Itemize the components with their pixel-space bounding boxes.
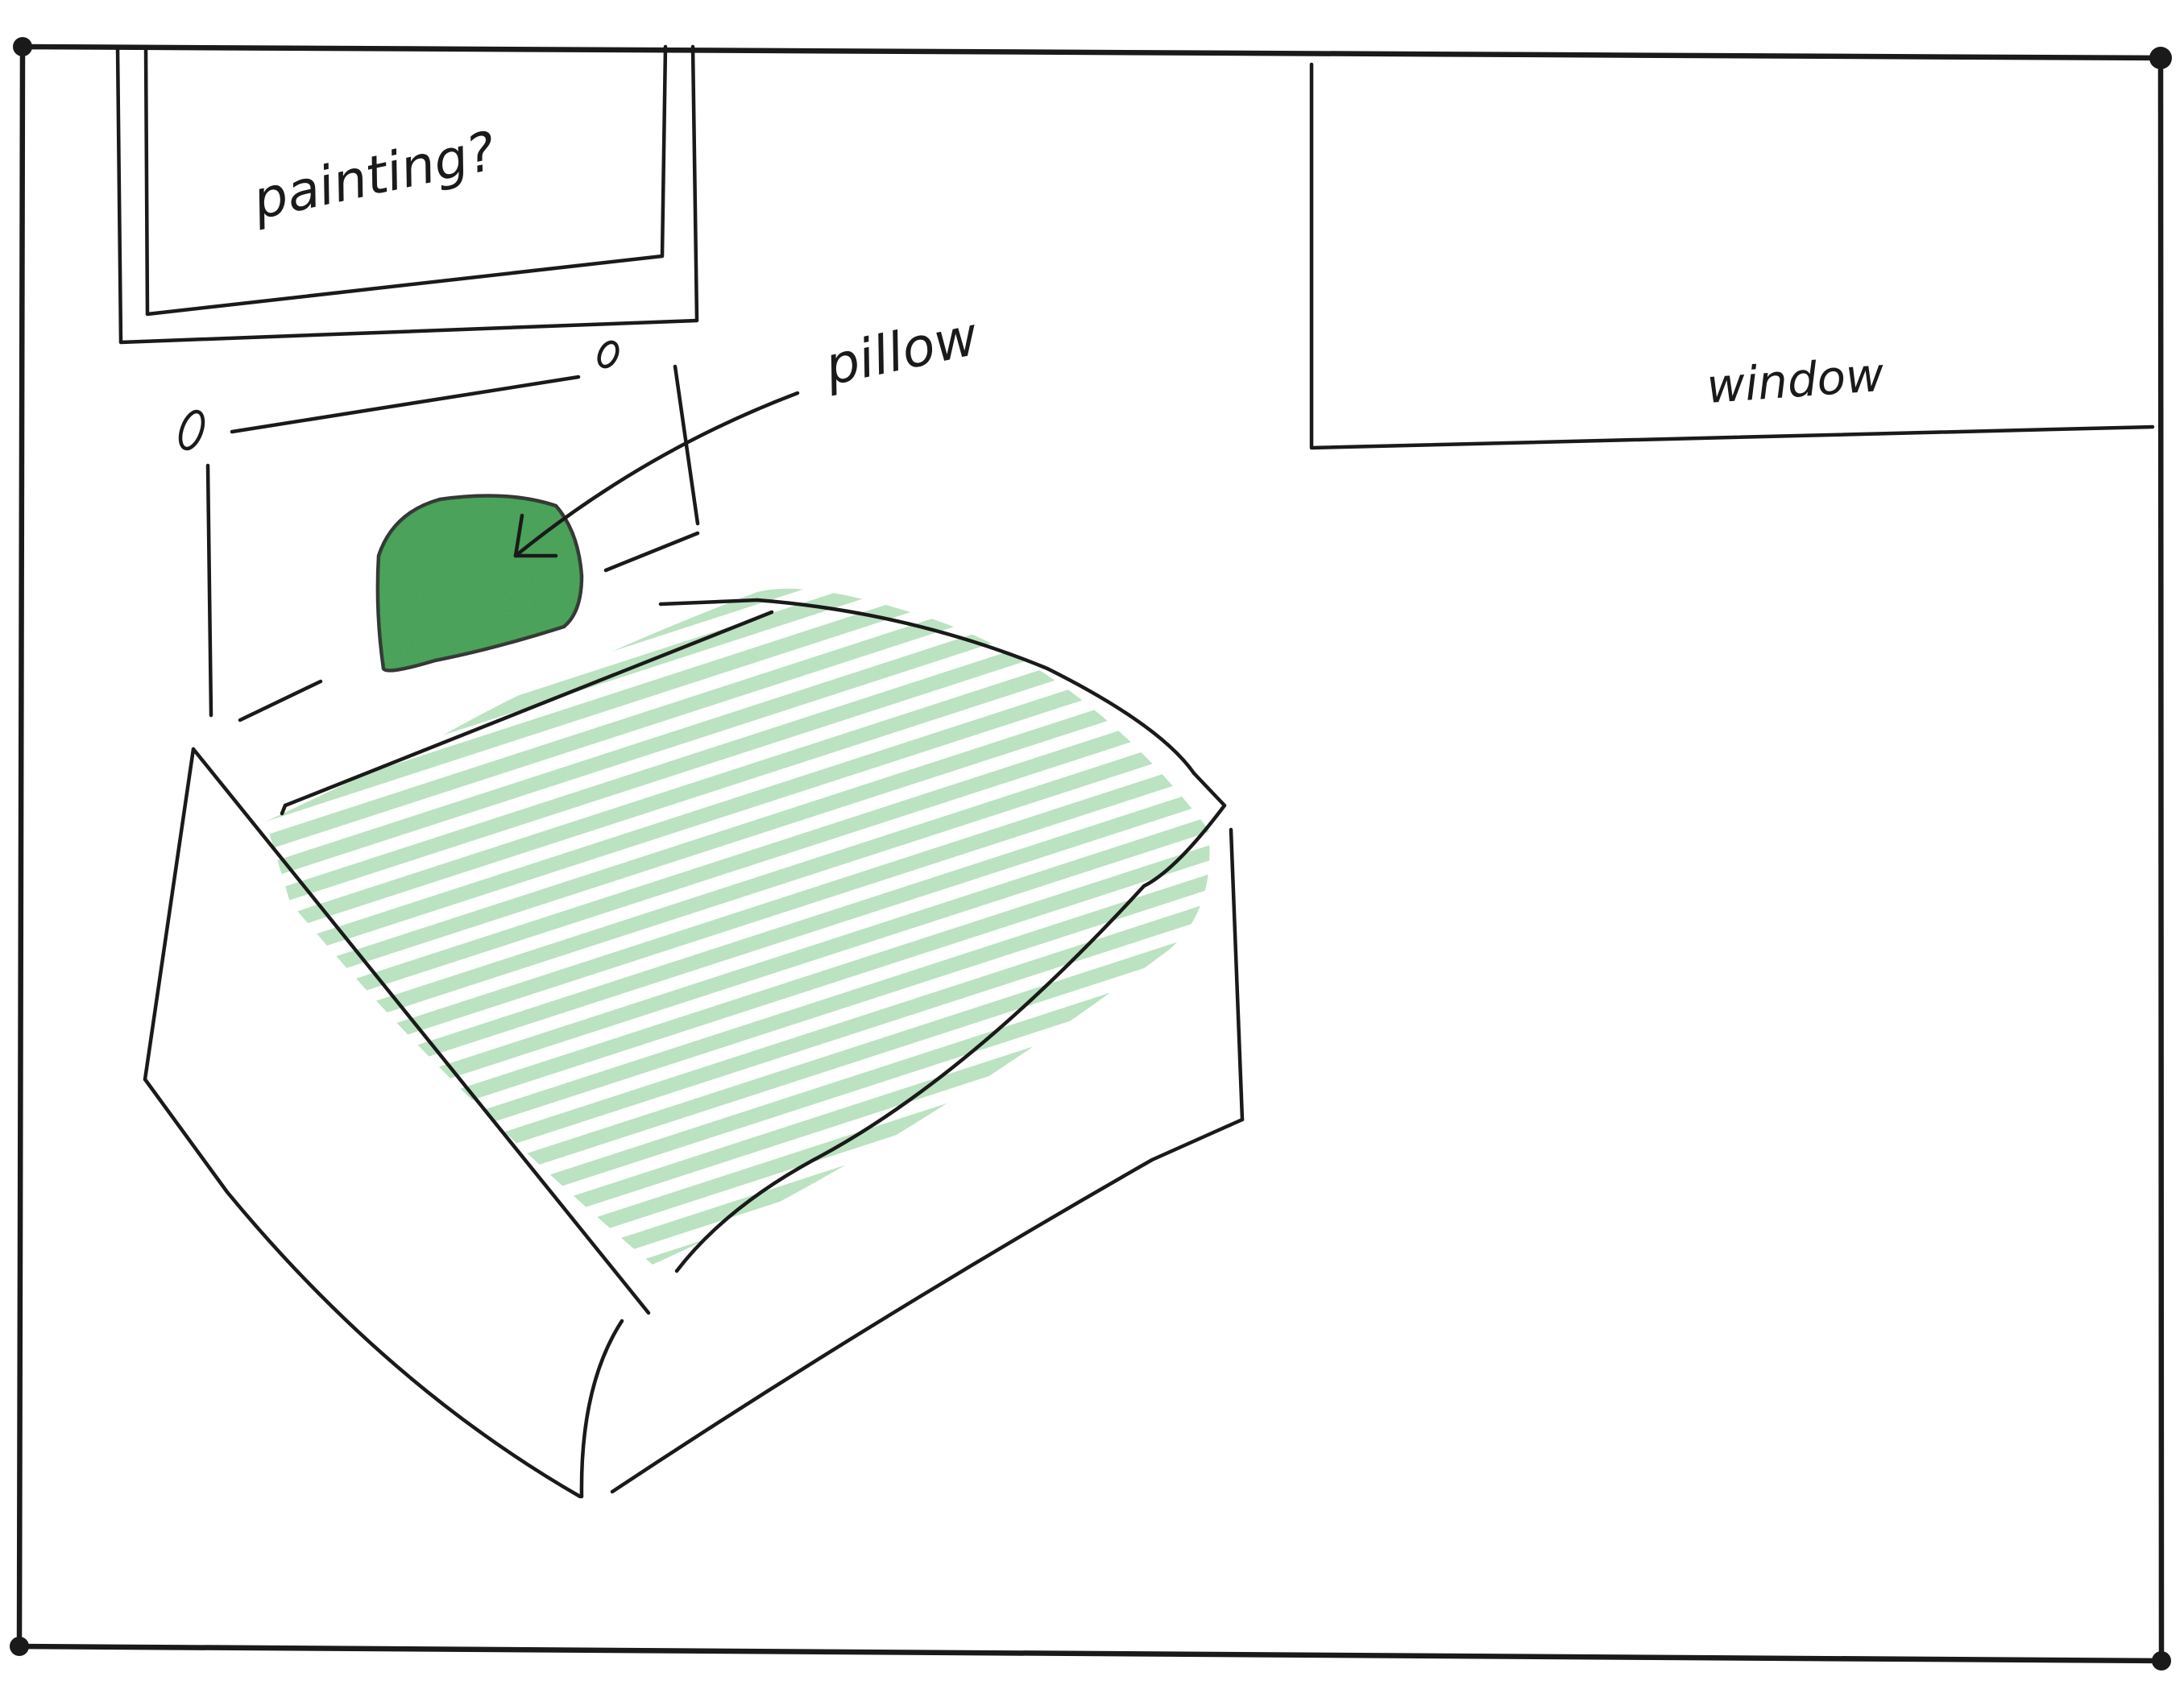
painting-label: painting?	[247, 120, 501, 232]
pillow-annotation: pillow	[513, 304, 984, 558]
painting-frame: painting?	[115, 44, 699, 345]
window-frame: window	[1309, 62, 2155, 450]
bed	[143, 598, 1245, 1499]
window-label: window	[1705, 347, 1886, 414]
room-frame	[10, 37, 2172, 1671]
pillow-label: pillow	[818, 304, 984, 398]
bedspread-fill	[266, 588, 1210, 1265]
pillow	[375, 494, 584, 673]
